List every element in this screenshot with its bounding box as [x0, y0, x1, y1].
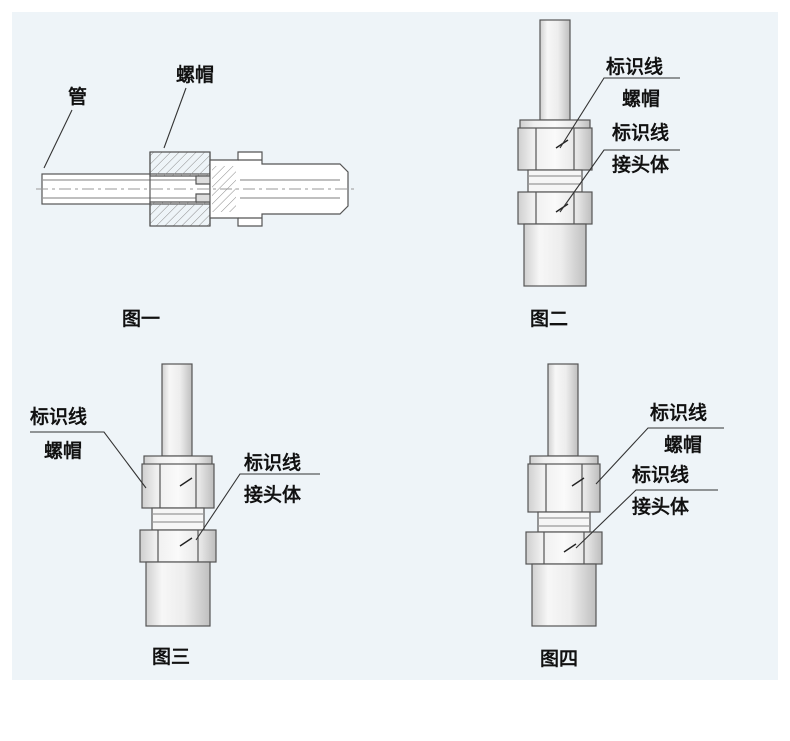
fig2-body-hex	[517, 191, 593, 225]
fig4-tube	[547, 363, 579, 457]
fig2-caption: 图二	[530, 308, 569, 330]
diagram-background	[12, 12, 778, 680]
fig3-nut-leader	[30, 431, 147, 489]
fig1-nut-top	[149, 151, 211, 177]
fig3-caption: 图三	[152, 646, 191, 668]
fig4-caption: 图四	[540, 648, 579, 670]
fig1-nut-leader	[163, 87, 187, 149]
fig1-cross-section	[36, 87, 356, 227]
fig2-nut-leader	[559, 77, 680, 149]
fig3-label-body-mark: 标识线	[244, 452, 302, 474]
fig3-tube	[161, 363, 193, 457]
fig4-nut	[527, 463, 601, 513]
fig3-label-nut: 螺帽	[44, 440, 83, 462]
fig3-body-hex	[139, 529, 217, 563]
fig3-label-nut-mark: 标识线	[30, 406, 88, 428]
fig3-nut	[141, 463, 215, 509]
fig1-body	[209, 151, 349, 227]
fig2-body-stem	[523, 223, 587, 287]
fig2-nut	[517, 127, 593, 171]
fig2-label-body-mark: 标识线	[612, 122, 670, 144]
fig4-body-hex	[525, 531, 603, 565]
fig4-label-nut-mark: 标识线	[650, 402, 708, 424]
fig3-body-stem	[145, 561, 211, 627]
fig2-tube	[539, 19, 571, 121]
fig2-label-body: 接头体	[612, 154, 670, 176]
fig2-label-nut: 螺帽	[622, 88, 661, 110]
fig1-caption: 图一	[122, 308, 161, 330]
fig4-body-leader	[575, 489, 718, 549]
fig4-nut-leader	[595, 427, 724, 485]
fig3-assembly	[30, 363, 320, 627]
fig1-nut-bottom	[149, 201, 211, 227]
fig4-label-body-mark: 标识线	[632, 464, 690, 486]
fig2-assembly	[517, 19, 680, 287]
fig3-body-leader	[195, 473, 320, 541]
fig3-label-body: 接头体	[244, 484, 302, 506]
fig1-tube-leader	[43, 109, 73, 169]
fig4-assembly	[525, 363, 724, 627]
fig4-label-nut: 螺帽	[664, 434, 703, 456]
fig1-label-tube: 管	[68, 86, 88, 108]
fig4-label-body: 接头体	[632, 496, 690, 518]
fig1-label-nut: 螺帽	[176, 64, 215, 86]
fig4-body-stem	[531, 563, 597, 627]
fig2-label-nut-mark: 标识线	[606, 56, 664, 78]
fig2-body-leader	[559, 149, 680, 213]
